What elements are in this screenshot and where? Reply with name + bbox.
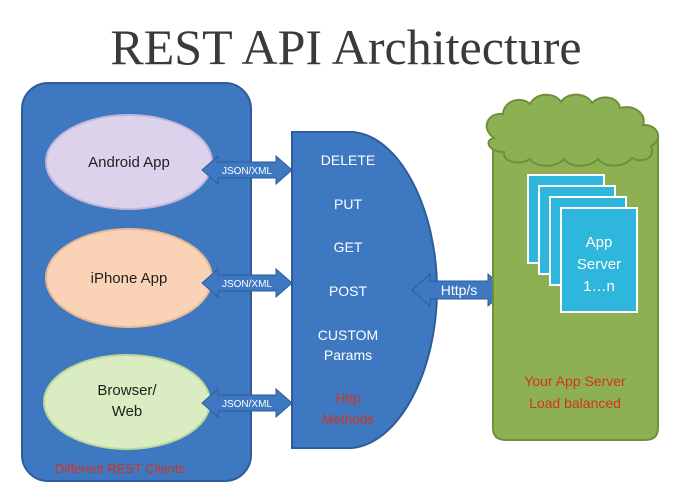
clients-caption: Different REST Clients xyxy=(55,461,186,476)
https-arrow-label: Http/s xyxy=(441,282,478,298)
json-xml-arrow-2-label: JSON/XML xyxy=(222,279,272,290)
cloud-icon xyxy=(485,93,660,167)
method-custom: CUSTOM xyxy=(318,327,378,343)
server-card-line1: App xyxy=(586,234,613,251)
https-arrow: Http/s xyxy=(411,272,507,308)
client-browser-web-label-line1: Browser/ xyxy=(97,382,157,399)
diagram-title: REST API Architecture xyxy=(110,19,581,75)
client-iphone-app-label: iPhone App xyxy=(91,270,168,287)
method-put: PUT xyxy=(334,196,362,212)
methods-footer-line2: Methods xyxy=(322,412,374,427)
method-get: GET xyxy=(334,239,363,255)
json-xml-arrow-3-label: JSON/XML xyxy=(222,399,272,410)
json-xml-arrow-1-label: JSON/XML xyxy=(222,166,272,177)
client-android-app-label: Android App xyxy=(88,154,170,171)
server-card-front xyxy=(560,207,638,313)
client-browser-web xyxy=(43,354,211,450)
method-delete: DELETE xyxy=(321,152,375,168)
method-post: POST xyxy=(329,283,368,299)
app-server-cluster: App Server 1…n Your App Server Load bala… xyxy=(485,93,660,441)
client-browser-web-label-line2: Web xyxy=(112,403,143,420)
server-caption-line2: Load balanced xyxy=(529,395,621,411)
method-params: Params xyxy=(324,347,372,363)
http-methods-panel: DELETE PUT GET POST CUSTOM Params Http M… xyxy=(291,131,439,449)
server-caption-line1: Your App Server xyxy=(524,373,626,389)
methods-footer-line1: Http xyxy=(336,391,361,406)
server-card-line2: Server xyxy=(577,256,621,273)
clients-panel: Android App iPhone App Browser/ Web Diff… xyxy=(21,82,252,482)
server-card-line3: 1…n xyxy=(583,278,615,295)
